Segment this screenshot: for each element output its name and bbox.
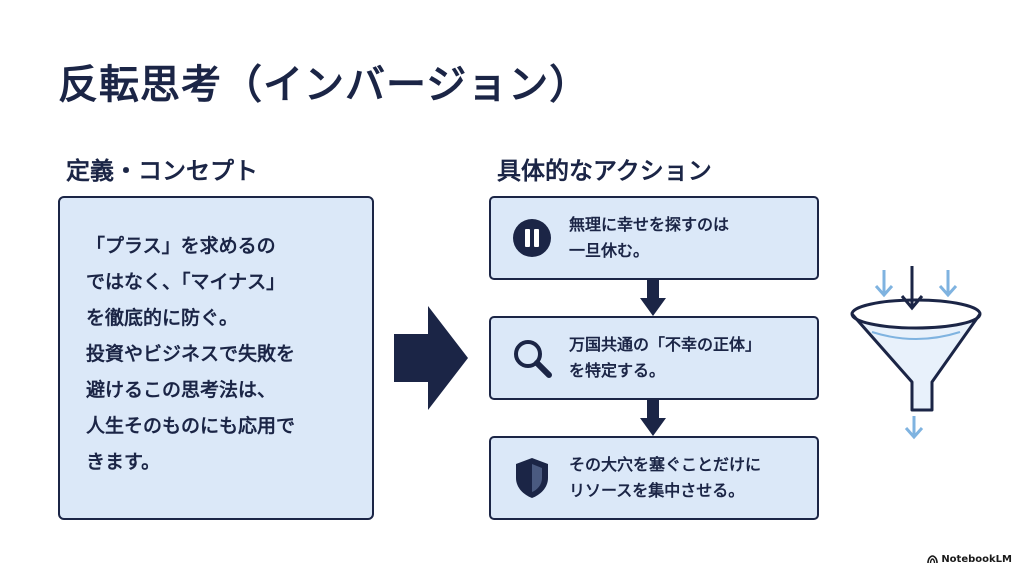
- definition-heading: 定義・コンセプト: [66, 157, 258, 185]
- action-item-focus: その大穴を塞ぐことだけに リソースを集中させる。: [489, 436, 819, 520]
- page-title: 反転思考（インバージョン）: [58, 62, 591, 108]
- right-arrow-icon: [394, 306, 468, 410]
- action-item-pause: 無理に幸せを探すのは 一旦休む。: [489, 196, 819, 280]
- action-text: その大穴を塞ぐことだけに リソースを集中させる。: [569, 455, 762, 500]
- down-arrow-icon: [640, 400, 666, 436]
- action-item-identify: 万国共通の「不幸の正体」 を特定する。: [489, 316, 819, 400]
- pause-icon: [509, 215, 555, 261]
- brand-watermark: NotebookLM: [927, 554, 1012, 565]
- definition-box: 「プラス」を求めるの ではなく、「マイナス」 を徹底的に防ぐ。 投資やビジネスで…: [58, 196, 374, 520]
- notebooklm-logo-icon: [927, 555, 939, 564]
- down-arrow-icon: [640, 280, 666, 316]
- actions-heading: 具体的なアクション: [497, 157, 712, 185]
- magnifier-icon: [509, 335, 555, 381]
- action-text: 無理に幸せを探すのは 一旦休む。: [569, 215, 730, 260]
- definition-text: 「プラス」を求めるの ではなく、「マイナス」 を徹底的に防ぐ。 投資やビジネスで…: [86, 235, 296, 473]
- brand-name: NotebookLM: [941, 554, 1012, 565]
- shield-icon: [509, 455, 555, 501]
- funnel-icon: [850, 266, 982, 440]
- action-text: 万国共通の「不幸の正体」 を特定する。: [569, 335, 762, 380]
